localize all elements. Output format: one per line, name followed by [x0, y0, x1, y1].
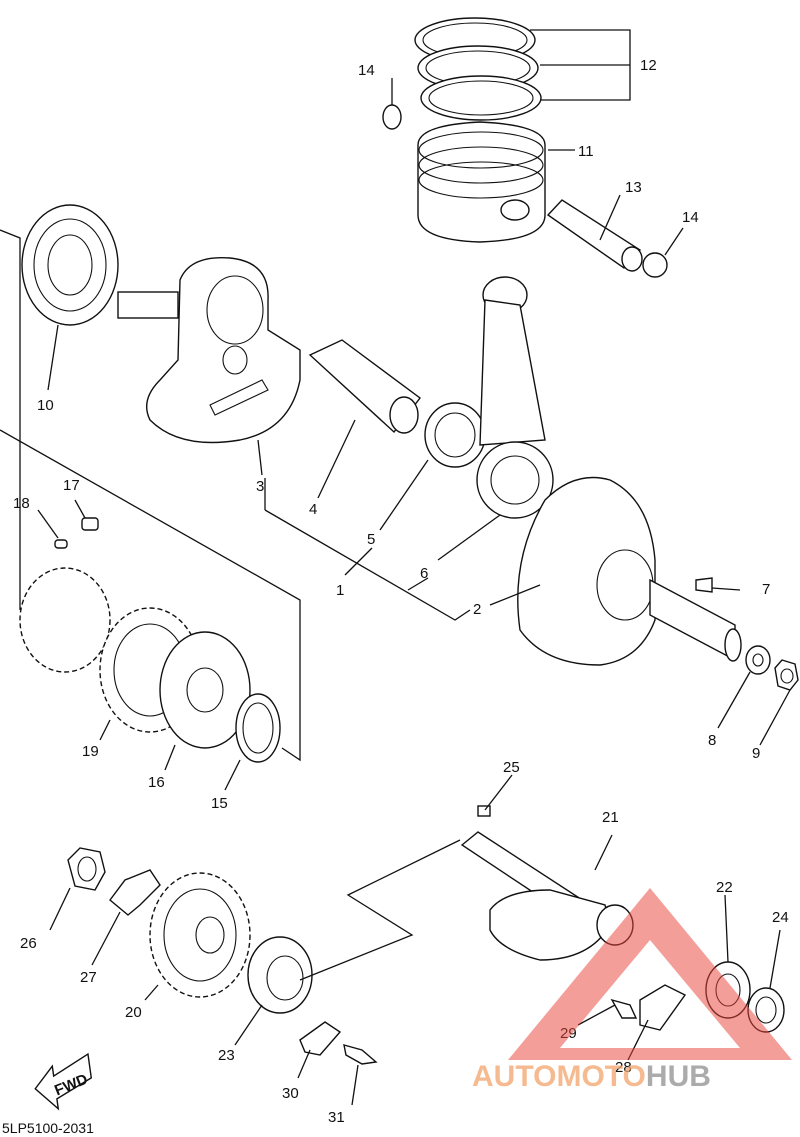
callout-3: 3 [256, 478, 264, 495]
piston-pin [546, 199, 643, 272]
lock-washer-27 [109, 869, 161, 916]
ring-15 [235, 693, 281, 763]
callout-22: 22 [716, 879, 733, 896]
callout-19: 19 [82, 743, 99, 760]
callout-10: 10 [37, 397, 54, 414]
callout-26: 26 [20, 935, 37, 952]
callout-27: 27 [80, 969, 97, 986]
bolt-29 [610, 998, 638, 1019]
callout-28: 28 [615, 1059, 632, 1076]
plate-30 [299, 1021, 342, 1056]
callout-12: 12 [640, 57, 657, 74]
callout-15: 15 [211, 795, 228, 812]
callout-23: 23 [218, 1047, 235, 1064]
callout-13: 13 [625, 179, 642, 196]
callout-7: 7 [762, 581, 770, 598]
spring-17 [81, 517, 99, 531]
callout-18: 18 [13, 495, 30, 512]
crank-half-right [517, 476, 742, 666]
bolt-31 [343, 1044, 378, 1065]
callout-5: 5 [367, 531, 375, 548]
fwd-arrow: FWD [34, 1052, 93, 1111]
callout-4: 4 [309, 501, 317, 518]
callout-9: 9 [752, 745, 760, 762]
nut-26 [67, 847, 106, 891]
diagram-code: 5LP5100-2031 [2, 1120, 94, 1136]
callout-11: 11 [578, 143, 594, 160]
bearing-10 [21, 204, 119, 326]
callout-30: 30 [282, 1085, 299, 1102]
callout-labels: 1 2 3 4 5 6 7 8 9 10 11 12 13 14 14 15 1… [13, 57, 789, 1126]
leader-lines [0, 29, 791, 1106]
callout-24: 24 [772, 909, 789, 926]
gear-20 [149, 872, 251, 998]
watermark-part1: AUTOMOTO [472, 1060, 646, 1093]
nut-9 [774, 659, 799, 691]
callout-20: 20 [125, 1004, 142, 1021]
callout-8: 8 [708, 732, 716, 749]
callout-16: 16 [148, 774, 165, 791]
svg-text:AUTOMOTOHUB: AUTOMOTOHUB [472, 1060, 711, 1093]
circlip-right [642, 252, 668, 278]
callout-31: 31 [328, 1109, 345, 1126]
watermark-triangle [508, 888, 792, 1060]
bearing-23 [247, 936, 313, 1014]
crank-pin [308, 339, 421, 434]
callout-2: 2 [473, 601, 481, 618]
piston-rings [414, 17, 542, 121]
watermark-part2: HUB [646, 1060, 711, 1093]
callout-25: 25 [503, 759, 520, 776]
woodruff-key [695, 577, 713, 593]
crank-half-left [117, 256, 301, 444]
plate-28 [639, 984, 687, 1031]
balancer-shaft [460, 831, 634, 961]
key-25 [477, 805, 491, 817]
piston [417, 121, 546, 243]
connecting-rod [476, 276, 554, 519]
plate-16 [159, 631, 251, 749]
washer-8 [745, 645, 771, 675]
automotohub-watermark: AUTOMOTOHUB [472, 888, 792, 1093]
callout-1: 1 [336, 582, 344, 599]
pin-18 [54, 539, 68, 549]
callout-14-right: 14 [682, 209, 699, 226]
callout-14-left: 14 [358, 62, 375, 79]
callout-17: 17 [63, 477, 80, 494]
callout-6: 6 [420, 565, 428, 582]
callout-21: 21 [602, 809, 619, 826]
needle-bearing [424, 402, 486, 468]
circlip-left [382, 104, 402, 130]
